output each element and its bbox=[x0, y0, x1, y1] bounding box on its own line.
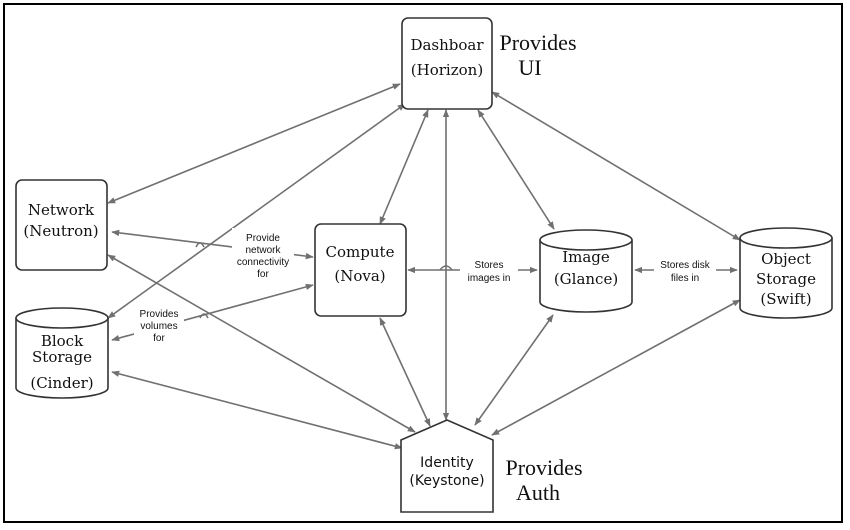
edge-identity-compute bbox=[379, 317, 431, 427]
node-object-line3: (Swift) bbox=[760, 290, 811, 308]
edge-label-network-line3: connectivity bbox=[237, 257, 289, 268]
edge-label-network-line2: network bbox=[245, 245, 281, 256]
node-horizon-line1: Dashboar bbox=[410, 36, 484, 54]
node-image: Image (Glance) bbox=[539, 229, 633, 313]
node-block-line1: Block bbox=[41, 332, 84, 350]
node-block-line3: (Cinder) bbox=[30, 374, 93, 392]
crossing-hop bbox=[439, 265, 453, 271]
edge-horizon-image bbox=[477, 109, 555, 230]
edge-label-disk-line2: files in bbox=[671, 273, 699, 284]
edge-label-images-line1: Stores bbox=[475, 260, 504, 271]
node-block-line2: Storage bbox=[32, 348, 92, 366]
node-network-line1: Network bbox=[28, 201, 95, 219]
node-object-line2: Storage bbox=[756, 270, 816, 288]
callout-ui-line2: UI bbox=[518, 55, 541, 80]
callout-ui-line1: Provides bbox=[500, 30, 577, 55]
node-horizon-line2: (Horizon) bbox=[411, 61, 483, 79]
edge-label-images: Stores images in bbox=[460, 257, 518, 285]
node-identity-line1: Identity bbox=[420, 455, 474, 471]
node-compute-line2: (Nova) bbox=[334, 267, 385, 285]
edge-label-network-line4: for bbox=[257, 269, 269, 280]
edge-horizon-compute bbox=[379, 109, 429, 225]
node-horizon: Dashboar (Horizon) bbox=[401, 17, 493, 110]
edge-identity-object bbox=[491, 299, 741, 436]
node-compute: Compute (Nova) bbox=[314, 223, 407, 317]
edge-label-network-connectivity: Provide network connectivity for bbox=[232, 228, 294, 284]
edge-label-volumes-line2: volumes bbox=[140, 321, 177, 332]
callout-auth-line1: Provides bbox=[506, 455, 583, 480]
callout-auth-line2: Auth bbox=[516, 480, 560, 505]
edges bbox=[107, 83, 741, 450]
node-identity: Identity (Keystone) bbox=[400, 419, 494, 513]
edge-label-disk-line1: Stores disk bbox=[660, 260, 710, 271]
edge-label-volumes: Provides volumes for bbox=[134, 305, 184, 347]
node-network: Network (Neutron) bbox=[15, 179, 108, 271]
node-identity-line2: (Keystone) bbox=[409, 473, 484, 489]
node-object-line1: Object bbox=[761, 250, 811, 268]
edge-label-volumes-line3: for bbox=[153, 333, 165, 344]
edge-identity-block bbox=[111, 370, 403, 450]
node-image-line1: Image bbox=[562, 248, 610, 266]
crossing-hop bbox=[195, 242, 205, 248]
node-image-line2: (Glance) bbox=[554, 270, 618, 288]
edge-label-volumes-line1: Provides bbox=[140, 309, 179, 320]
crossing-hop bbox=[199, 313, 209, 319]
callout-provides-ui: Provides UI bbox=[500, 30, 577, 80]
node-block-storage: Block Storage (Cinder) bbox=[15, 307, 109, 399]
edge-label-disk: Stores disk files in bbox=[654, 257, 716, 285]
edge-label-network-line1: Provide bbox=[246, 233, 280, 244]
edge-horizon-object bbox=[491, 91, 741, 241]
node-network-line2: (Neutron) bbox=[23, 222, 98, 240]
node-compute-line1: Compute bbox=[326, 243, 395, 261]
edge-horizon-network bbox=[107, 83, 401, 204]
edge-label-images-line2: images in bbox=[468, 273, 511, 284]
callout-provides-auth: Provides Auth bbox=[506, 455, 583, 505]
diagram-frame bbox=[3, 3, 843, 523]
node-object-storage: Object Storage (Swift) bbox=[739, 227, 833, 319]
